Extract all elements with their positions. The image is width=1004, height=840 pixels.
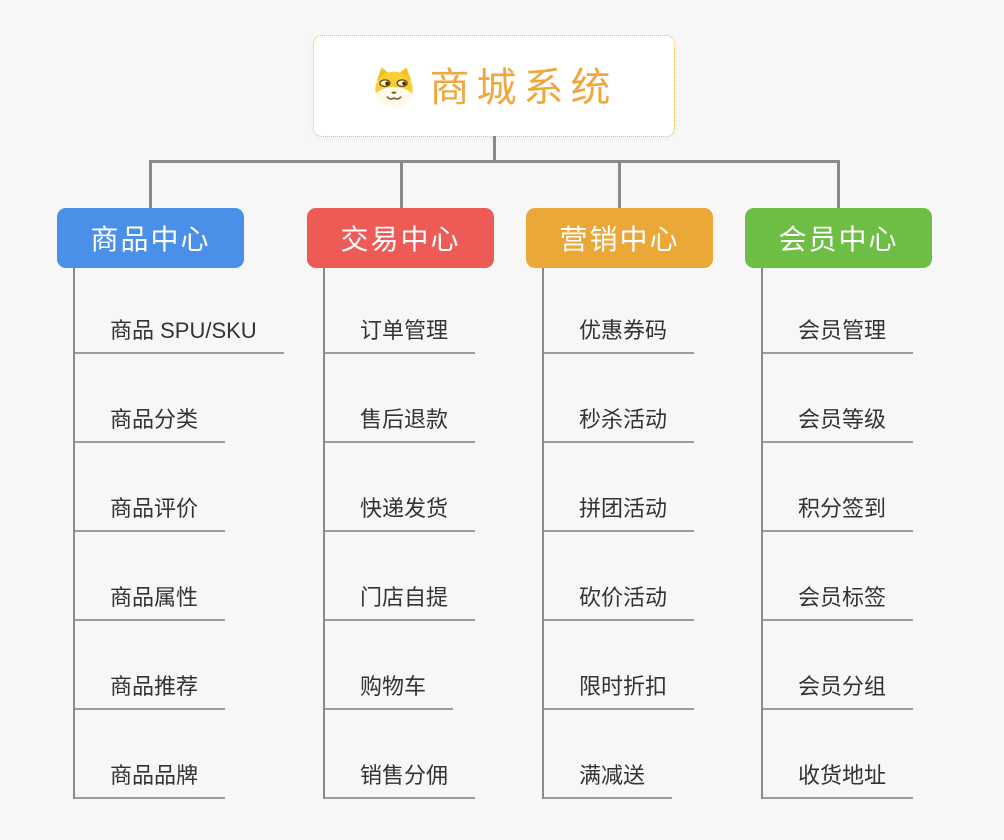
list-item[interactable]: 砍价活动 — [544, 532, 695, 621]
list-item[interactable]: 限时折扣 — [544, 621, 695, 710]
list-item[interactable]: 商品品牌 — [75, 710, 226, 799]
list-item[interactable]: 会员标签 — [763, 532, 914, 621]
list-item[interactable]: 会员等级 — [763, 354, 914, 443]
list-item[interactable]: 商品属性 — [75, 532, 226, 621]
dog-face-icon — [371, 65, 417, 108]
list-item[interactable]: 秒杀活动 — [544, 354, 695, 443]
branch-items-marketing-center: 优惠券码秒杀活动拼团活动砍价活动限时折扣满减送 — [542, 268, 695, 799]
list-item[interactable]: 会员分组 — [763, 621, 914, 710]
root-node[interactable]: 商城系统 — [313, 35, 675, 137]
list-item[interactable]: 订单管理 — [325, 268, 476, 354]
connector-rail — [149, 160, 840, 163]
list-item[interactable]: 收货地址 — [763, 710, 914, 799]
branch-member-center: 会员中心 会员管理会员等级积分签到会员标签会员分组收货地址 — [745, 208, 932, 799]
list-item[interactable]: 购物车 — [325, 621, 454, 710]
list-item[interactable]: 商品推荐 — [75, 621, 226, 710]
list-item[interactable]: 售后退款 — [325, 354, 476, 443]
list-item[interactable]: 商品评价 — [75, 443, 226, 532]
branch-marketing-center: 营销中心 优惠券码秒杀活动拼团活动砍价活动限时折扣满减送 — [526, 208, 713, 799]
branch-header-trade-center[interactable]: 交易中心 — [307, 208, 494, 268]
branch-items-trade-center: 订单管理售后退款快递发货门店自提购物车销售分佣 — [323, 268, 476, 799]
branch-header-marketing-center[interactable]: 营销中心 — [526, 208, 713, 268]
branch-trade-center: 交易中心 订单管理售后退款快递发货门店自提购物车销售分佣 — [307, 208, 494, 799]
list-item[interactable]: 快递发货 — [325, 443, 476, 532]
list-item[interactable]: 优惠券码 — [544, 268, 695, 354]
list-item[interactable]: 销售分佣 — [325, 710, 476, 799]
connector-drop-trade-center — [400, 162, 403, 208]
connector-drop-product-center — [149, 162, 152, 208]
branch-items-member-center: 会员管理会员等级积分签到会员标签会员分组收货地址 — [761, 268, 914, 799]
list-item[interactable]: 商品分类 — [75, 354, 226, 443]
root-title: 商城系统 — [429, 66, 618, 110]
list-item[interactable]: 会员管理 — [763, 268, 914, 354]
list-item[interactable]: 积分签到 — [763, 443, 914, 532]
list-item[interactable]: 拼团活动 — [544, 443, 695, 532]
list-item[interactable]: 门店自提 — [325, 532, 476, 621]
connector-drop-member-center — [837, 162, 840, 208]
list-item[interactable]: 商品 SPU/SKU — [75, 268, 284, 354]
connector-root-stub — [493, 136, 496, 161]
list-item[interactable]: 满减送 — [544, 710, 673, 799]
branch-header-product-center[interactable]: 商品中心 — [57, 208, 244, 268]
connector-drop-marketing-center — [618, 162, 621, 208]
branch-header-member-center[interactable]: 会员中心 — [745, 208, 932, 268]
